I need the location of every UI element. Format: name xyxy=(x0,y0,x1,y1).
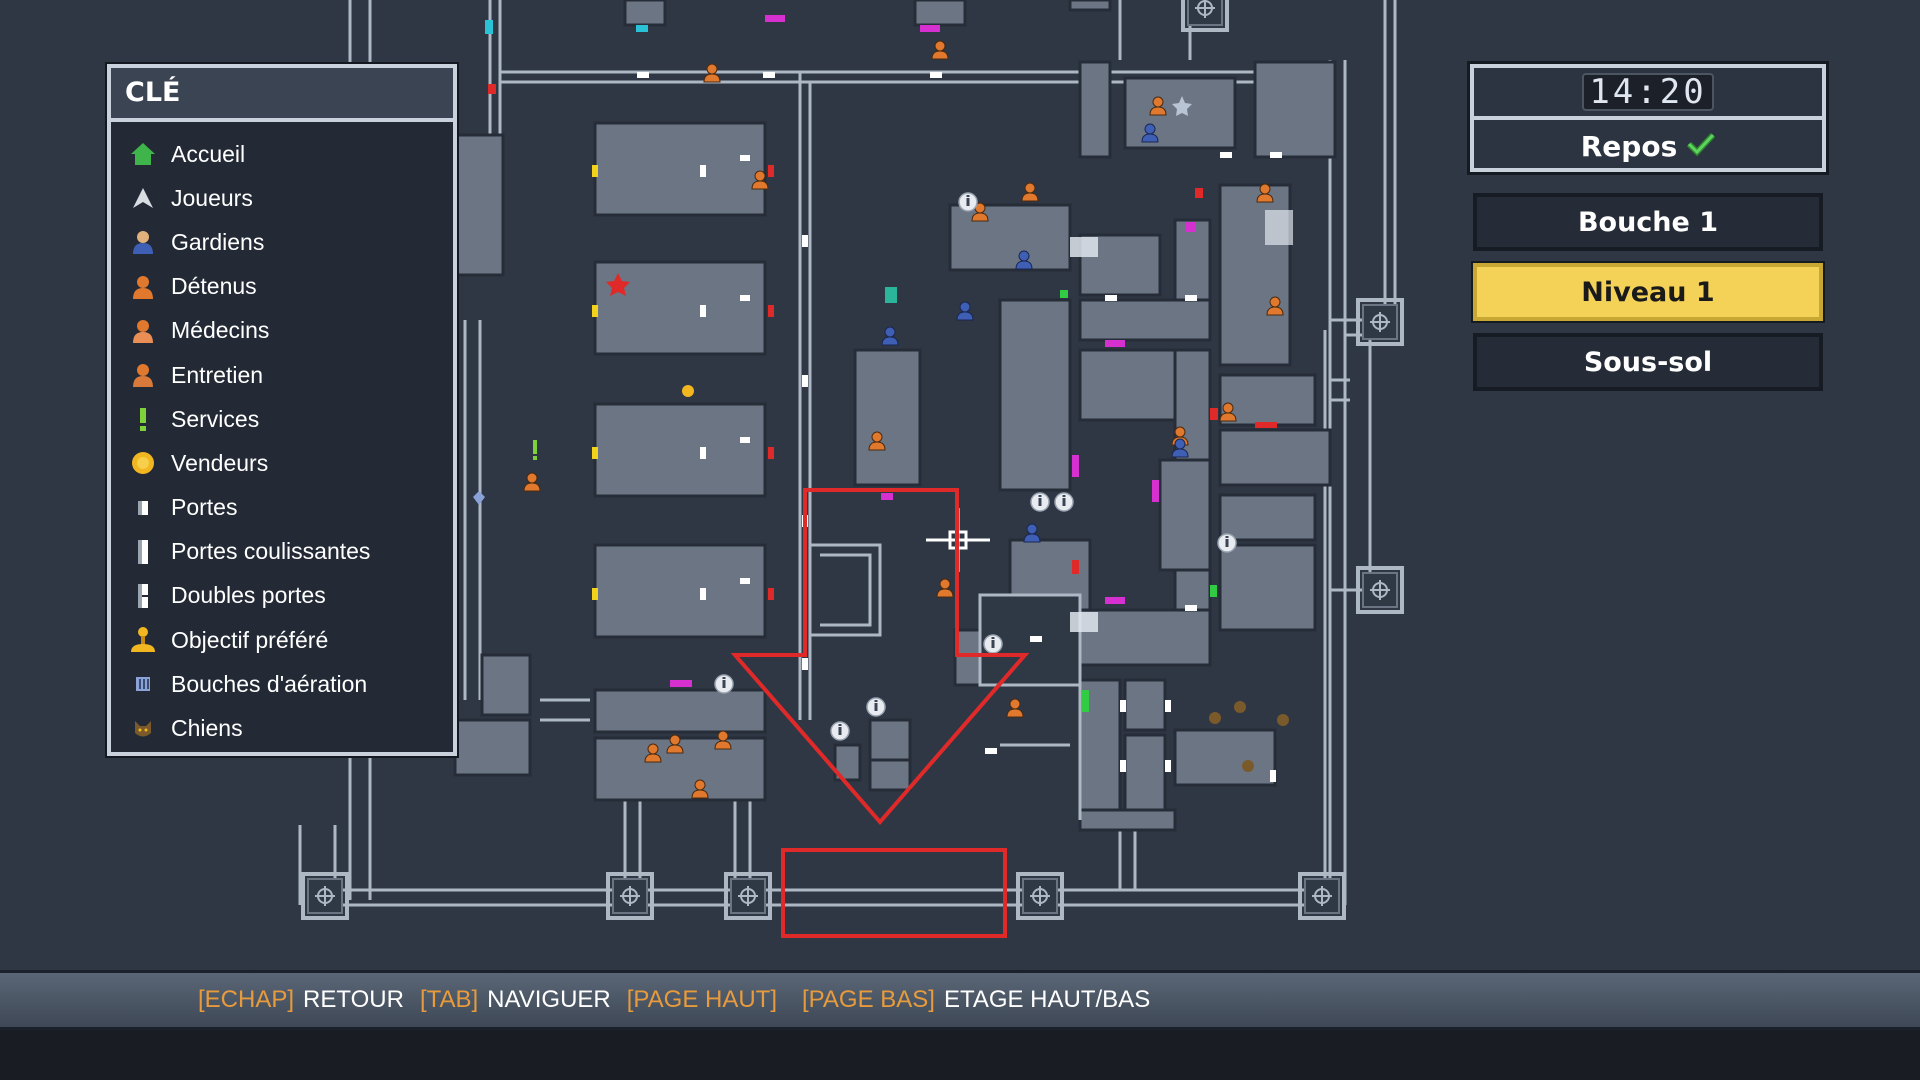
legend-label: Services xyxy=(171,405,260,432)
floor-button-bouche-1[interactable]: Bouche 1 xyxy=(1473,193,1823,251)
floor-button-sous-sol[interactable]: Sous-sol xyxy=(1473,333,1823,391)
legend-item-bouches-aeration: Bouches d'aération xyxy=(111,662,453,706)
legend-item-portes: Portes xyxy=(111,486,453,530)
hint-action: NAVIGUER xyxy=(487,986,611,1013)
sliding-door-icon xyxy=(129,538,157,566)
legend-item-medecins: Médecins xyxy=(111,309,453,353)
hint-key: [PAGE HAUT] xyxy=(626,986,777,1013)
home-marker-icon xyxy=(606,273,630,296)
doctor-icon xyxy=(129,317,157,345)
objective-arrow xyxy=(730,488,1030,938)
map-dogs xyxy=(1209,701,1289,772)
routine-panel: 14:20 Repos xyxy=(1470,64,1826,172)
vent-grates xyxy=(1070,210,1293,632)
vent-icon xyxy=(129,670,157,698)
legend-label: Bouches d'aération xyxy=(171,670,368,697)
legend-item-doubles-portes: Doubles portes xyxy=(111,574,453,618)
floor-button-niveau-1[interactable]: Niveau 1 xyxy=(1473,263,1823,321)
legend-label: Détenus xyxy=(171,273,257,300)
legend-label: Gardiens xyxy=(171,228,265,255)
legend-item-accueil: Accueil xyxy=(111,132,453,176)
maintenance-icon xyxy=(129,361,157,389)
legend-label: Portes xyxy=(171,494,238,521)
hint-key: [ECHAP] xyxy=(198,986,295,1013)
guard-icon xyxy=(129,228,157,256)
legend-item-detenus: Détenus xyxy=(111,265,453,309)
legend-item-objectif-prefere: Objectif préféré xyxy=(111,618,453,662)
corridor-walls xyxy=(810,543,1082,820)
legend-list: Accueil Joueurs Gardiens Détenus Médecin… xyxy=(111,122,453,751)
legend-label: Chiens xyxy=(171,715,243,742)
legend-item-gardiens: Gardiens xyxy=(111,220,453,264)
hint-page-down[interactable]: [PAGE BAS] ETAGE HAUT/BAS xyxy=(802,986,1150,1014)
legend-label: Objectif préféré xyxy=(171,626,329,653)
joystick-icon xyxy=(129,626,157,654)
hint-action: RETOUR xyxy=(303,986,404,1013)
hint-key: [PAGE BAS] xyxy=(802,986,935,1013)
hint-page-up[interactable]: [PAGE HAUT] xyxy=(627,986,786,1014)
exclamation-icon xyxy=(129,405,157,433)
coin-icon xyxy=(129,449,157,477)
legend-item-entretien: Entretien xyxy=(111,353,453,397)
star-marker-icon xyxy=(1172,96,1192,116)
hint-tab[interactable]: [TAB] NAVIGUER xyxy=(420,986,611,1014)
legend-item-chiens: Chiens xyxy=(111,706,453,750)
vent-marker-icon xyxy=(473,491,485,505)
legend-label: Médecins xyxy=(171,317,270,344)
panel-divider xyxy=(1474,116,1822,120)
door-icon xyxy=(129,494,157,522)
vent-pipes xyxy=(298,0,1397,907)
map-doors xyxy=(395,15,1282,782)
legend-label: Doubles portes xyxy=(171,582,326,609)
legend-item-vendeurs: Vendeurs xyxy=(111,441,453,485)
routine-row: Repos xyxy=(1474,124,1822,168)
hint-action: ETAGE HAUT/BAS xyxy=(943,986,1151,1013)
double-door-icon xyxy=(129,582,157,610)
routine-label: Repos xyxy=(1580,129,1678,163)
game-clock: 14:20 xyxy=(1582,73,1714,111)
map-misc-markers xyxy=(473,96,1192,505)
legend-label: Portes coulissantes xyxy=(171,538,371,565)
map-legend: CLÉ Accueil Joueurs Gardiens Détenus xyxy=(107,64,457,756)
home-icon xyxy=(129,140,157,168)
inmate-icon xyxy=(129,273,157,301)
legend-item-services: Services xyxy=(111,397,453,441)
legend-label: Vendeurs xyxy=(171,449,269,476)
legend-label: Accueil xyxy=(171,140,246,167)
legend-label: Entretien xyxy=(171,361,264,388)
hint-key: [TAB] xyxy=(419,986,479,1013)
hint-escape[interactable]: [ECHAP] RETOUR xyxy=(198,986,404,1014)
bottom-letterbox xyxy=(0,1030,1920,1080)
legend-item-joueurs: Joueurs xyxy=(111,176,453,220)
legend-label: Joueurs xyxy=(171,184,253,211)
legend-title: CLÉ xyxy=(111,68,453,122)
map-rooms xyxy=(453,0,1337,832)
controls-bar: [ECHAP]RETOUR [TAB]NAVIGUER [PAGE HAUT] … xyxy=(0,970,1920,1030)
legend-item-portes-coulissantes: Portes coulissantes xyxy=(111,530,453,574)
dog-icon xyxy=(129,715,157,743)
player-icon xyxy=(129,184,157,212)
checkmark-icon xyxy=(1687,132,1716,160)
